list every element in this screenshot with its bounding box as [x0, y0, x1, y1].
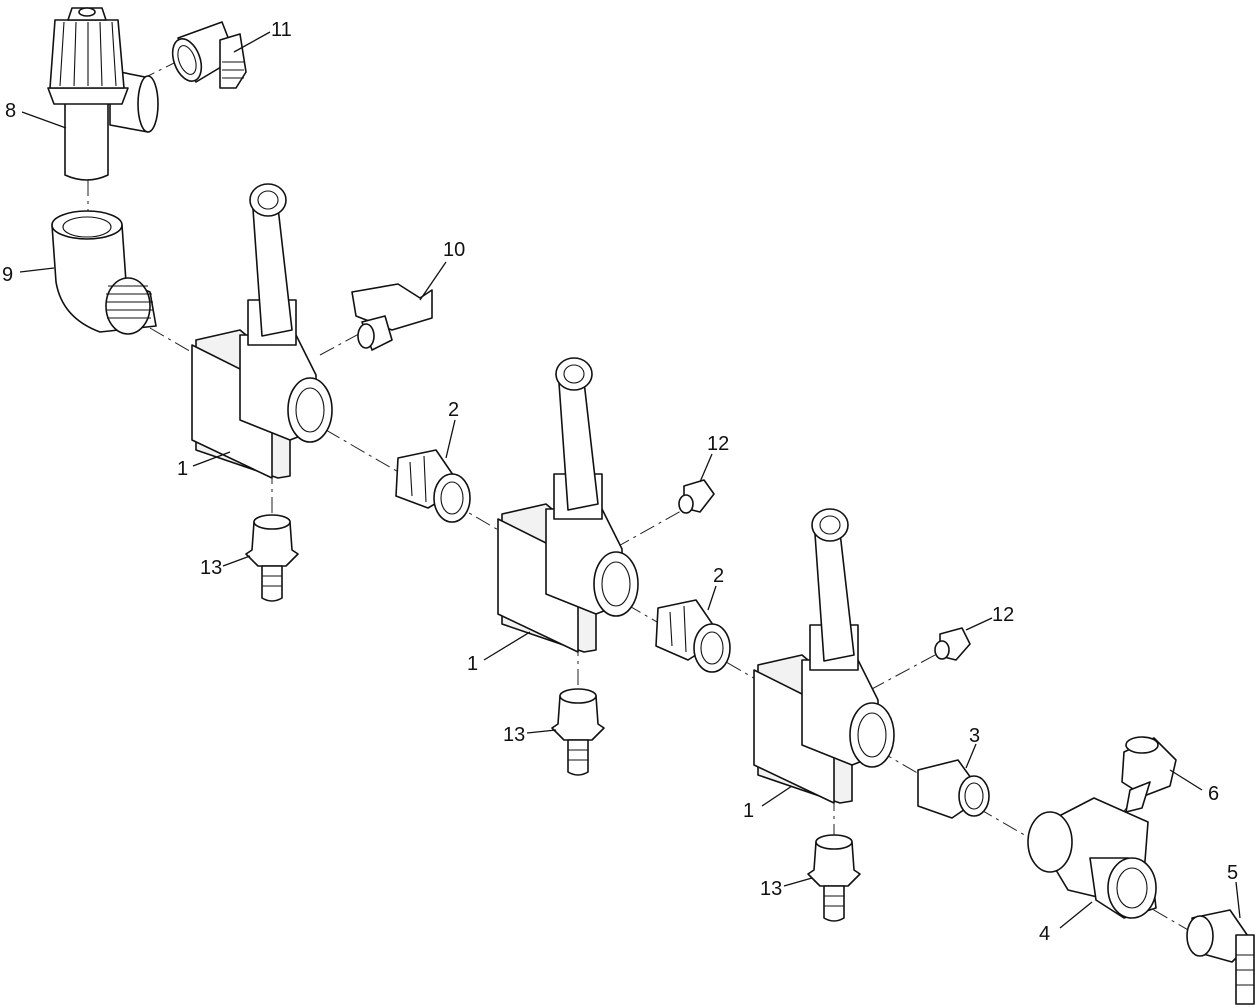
callout-1b: 1	[467, 653, 478, 675]
callout-2b: 2	[713, 565, 724, 587]
part-13-hose-barb-b	[551, 688, 605, 776]
part-1-valve-b	[497, 357, 639, 653]
leader-lines	[19, 31, 1241, 929]
part-13-hose-barb-c	[807, 834, 861, 922]
callout-3: 3	[969, 725, 980, 747]
callout-13c: 13	[760, 878, 782, 900]
callout-5: 5	[1227, 862, 1238, 884]
part-11-elbow-fitting	[171, 21, 247, 89]
callout-10: 10	[443, 239, 465, 261]
callout-2a: 2	[448, 399, 459, 421]
part-1-valve-c	[753, 508, 895, 804]
callout-6: 6	[1208, 783, 1219, 805]
callout-labels: 11 8 9 10 1 2 12 13 2 12 1 13 3 6 1 13 5…	[2, 19, 1238, 945]
part-2-hex-nipple-b	[655, 599, 731, 673]
part-5-elbow-barb	[1186, 909, 1255, 1005]
part-9-street-elbow	[51, 210, 157, 335]
callout-12a: 12	[707, 433, 729, 455]
callout-11: 11	[271, 19, 292, 41]
part-12-fitting-a	[678, 479, 715, 514]
callout-4: 4	[1039, 923, 1050, 945]
part-10-ball-valve	[351, 283, 433, 351]
callout-13b: 13	[503, 724, 525, 746]
callout-9: 9	[2, 264, 13, 286]
part-3-hex-nipple	[917, 759, 990, 819]
part-13-hose-barb-a	[245, 514, 299, 602]
part-12-fitting-b	[934, 627, 971, 661]
part-8-pressure-valve	[47, 7, 159, 181]
callout-1a: 1	[177, 458, 188, 480]
part-4-tee-body	[1027, 797, 1157, 919]
callout-8: 8	[5, 100, 16, 122]
part-1-valve-a	[191, 183, 333, 479]
part-2-hex-nipple-a	[395, 449, 471, 523]
part-6-plug	[1121, 736, 1177, 813]
callout-13a: 13	[200, 557, 222, 579]
callout-12b: 12	[992, 604, 1014, 626]
callout-1c: 1	[743, 800, 754, 822]
